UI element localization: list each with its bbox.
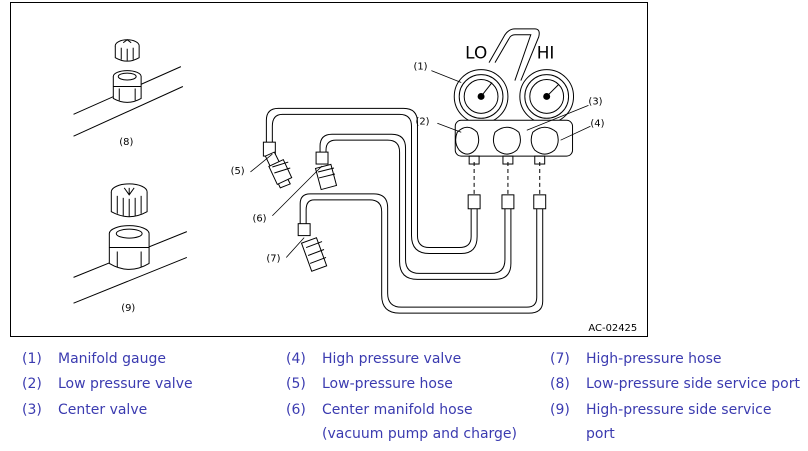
legend-num: (5) (286, 376, 306, 392)
callout-6: (6) (252, 214, 266, 225)
legend-text: port (586, 426, 615, 442)
legend-text: Low pressure valve (58, 376, 193, 392)
legend-num: (8) (550, 376, 570, 392)
legend-num: (3) (22, 402, 42, 418)
legend-text: Low-pressure hose (322, 376, 453, 392)
legend-text: High pressure valve (322, 351, 462, 367)
callout-5: (5) (231, 166, 245, 177)
callout-9: (9) (121, 303, 135, 314)
callout-3: (3) (588, 96, 602, 107)
legend-text: Manifold gauge (58, 351, 166, 367)
hose-couplers (262, 141, 547, 272)
legend-text: (vacuum pump and charge) (322, 426, 518, 442)
legend-text: Center manifold hose (322, 402, 473, 418)
legend-text: High-pressure hose (586, 351, 722, 367)
hoses (265, 107, 544, 314)
high-pressure-service-port-illustration: (9) (73, 183, 188, 314)
callout-7: (7) (266, 253, 280, 264)
connection-dashes (473, 162, 541, 194)
callout-1: (1) (413, 62, 427, 73)
legend-num: (2) (22, 376, 42, 392)
figure-id: AC-02425 (588, 323, 637, 334)
legend-num: (4) (286, 351, 306, 367)
low-pressure-service-port-illustration: (8) (73, 39, 184, 148)
legend-num: (7) (550, 351, 570, 367)
legend-text: Low-pressure side service port (586, 376, 800, 392)
callout-2: (2) (415, 116, 429, 127)
callout-8: (8) (119, 137, 133, 148)
legend-num: (6) (286, 402, 306, 418)
legend-text: Center valve (58, 402, 148, 418)
figure-frame: (8) (9) (10, 2, 648, 337)
callout-leaders (250, 70, 591, 258)
manifold-gauge-diagram: (8) (9) (73, 28, 637, 334)
lo-gauge-label: LO (465, 43, 487, 63)
manifold-gauge: LO HI (453, 28, 575, 165)
hi-gauge-label: HI (537, 43, 555, 63)
legend: (1) Manifold gauge (2) Low pressure valv… (0, 348, 808, 448)
legend-num: (1) (22, 351, 42, 367)
legend-num: (9) (550, 402, 570, 418)
legend-text: High-pressure side service (586, 402, 772, 418)
callout-4: (4) (590, 118, 604, 129)
